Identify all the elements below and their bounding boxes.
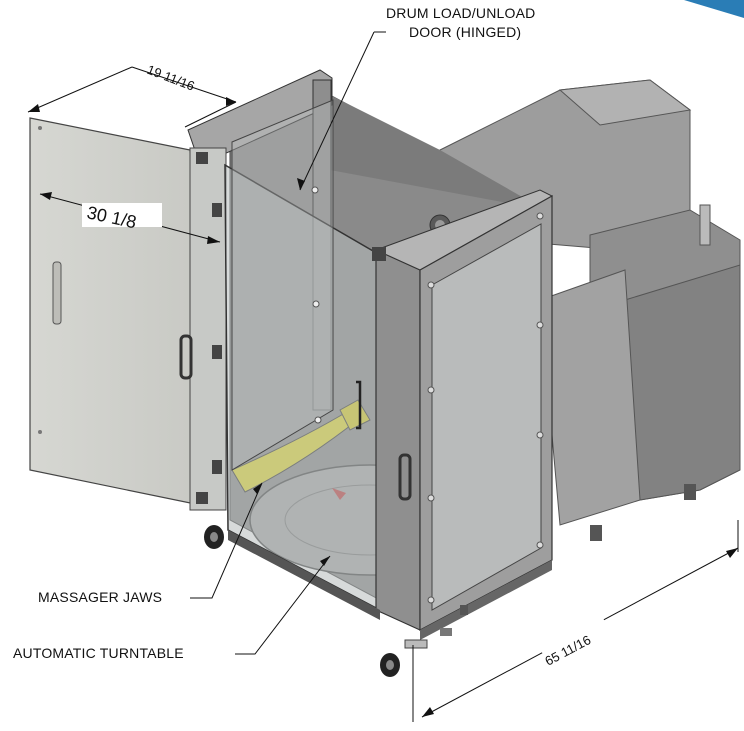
dim-length-bg — [539, 614, 611, 666]
callout-door-line1: DRUM LOAD/UNLOAD — [386, 5, 536, 21]
callout-automatic-turntable: AUTOMATIC TURNTABLE — [13, 645, 184, 661]
callout-door-line2: DOOR (HINGED) — [409, 24, 522, 40]
callout-massager-jaws: MASSAGER JAWS — [38, 589, 163, 605]
dim-door-width-bg — [82, 203, 162, 227]
corner-accent — [684, 0, 744, 18]
dim-depth-label: 19 11/16 — [145, 62, 197, 94]
open-door-panel — [29, 117, 227, 511]
dimension-arrowheads — [28, 97, 738, 717]
right-front-door — [372, 189, 554, 631]
front-glass-doors — [224, 99, 381, 612]
base-casters — [204, 525, 552, 677]
